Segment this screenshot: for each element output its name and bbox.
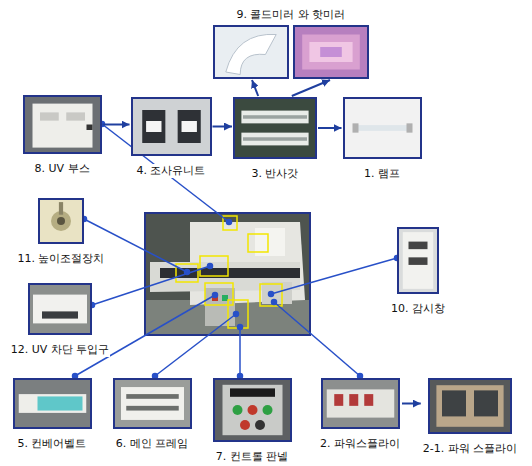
part-photo	[321, 378, 400, 429]
part-caption: 9. 콜드미러 와 핫미러	[236, 8, 347, 22]
part-photo-box: 9. 콜드미러 와 핫미러	[213, 3, 369, 79]
part-illustration	[133, 99, 210, 154]
part-photo	[213, 25, 289, 79]
part-photo	[113, 378, 192, 429]
part-caption: 4. 조사유니트	[136, 164, 207, 178]
part-photo	[293, 25, 369, 79]
part-illustration	[235, 99, 315, 157]
part-illustration	[25, 97, 100, 152]
part-caption: 2-1. 파워 스플라이	[422, 442, 518, 456]
main-machine-photo	[145, 213, 310, 335]
part-caption: 11. 높이조절장치	[17, 252, 106, 266]
photo-row	[213, 25, 369, 79]
part-illustration	[15, 380, 90, 427]
part-photo-box: 2-1. 파워 스플라이	[422, 378, 518, 456]
flow-arrow	[292, 80, 330, 96]
flow-arrow	[252, 80, 258, 96]
part-illustration	[399, 229, 437, 292]
part-photo	[23, 95, 102, 154]
part-caption: 3. 반사갓	[251, 167, 300, 181]
part-illustration	[30, 285, 90, 333]
part-photo	[131, 97, 212, 156]
part-photo	[28, 283, 92, 335]
part-illustration	[430, 380, 510, 432]
part-photo-box: 8. UV 부스	[23, 95, 102, 176]
part-photo-box: 3. 반사갓	[233, 97, 317, 181]
part-photo-box: 4. 조사유니트	[131, 97, 212, 178]
part-photo-box: 6. 메인 프레임	[113, 378, 192, 451]
flow-arrow	[318, 127, 342, 129]
part-illustration	[115, 380, 190, 427]
flow-arrow	[402, 403, 421, 405]
part-illustration	[40, 200, 82, 242]
part-illustration	[215, 380, 290, 440]
part-caption: 2. 파워스플라이	[319, 437, 401, 451]
part-photo	[38, 198, 84, 244]
part-photo-box: 10. 감시창	[390, 227, 446, 316]
part-photo-box: 12. UV 차단 투입구	[10, 283, 111, 357]
flow-arrow	[103, 124, 130, 126]
part-photo	[343, 97, 422, 159]
part-caption: 6. 메인 프레임	[115, 437, 190, 451]
part-caption: 10. 감시창	[390, 302, 446, 316]
part-illustration	[295, 27, 367, 77]
part-photo-box: 7. 컨트롤 판넬	[213, 378, 292, 464]
part-photo	[233, 97, 317, 159]
part-illustration	[345, 99, 420, 157]
part-caption: 5. 컨베어벨트	[17, 437, 88, 451]
leader-lines	[73, 122, 400, 379]
part-photo-box: 11. 높이조절장치	[17, 198, 106, 266]
part-caption: 8. UV 부스	[33, 162, 90, 176]
part-caption: 7. 컨트롤 판넬	[215, 450, 290, 464]
part-photo	[213, 378, 292, 442]
part-photo-box: 2. 파워스플라이	[319, 378, 401, 451]
part-photo	[428, 378, 512, 434]
part-illustration	[215, 27, 287, 77]
part-photo	[397, 227, 439, 294]
part-caption: 1. 램프	[363, 167, 401, 181]
flow-arrow	[213, 126, 233, 128]
part-caption: 12. UV 차단 투입구	[10, 343, 111, 357]
part-illustration	[323, 380, 398, 427]
part-photo-box: 1. 램프	[343, 97, 422, 181]
part-photo	[13, 378, 92, 429]
part-photo-box: 5. 컨베어벨트	[13, 378, 92, 451]
